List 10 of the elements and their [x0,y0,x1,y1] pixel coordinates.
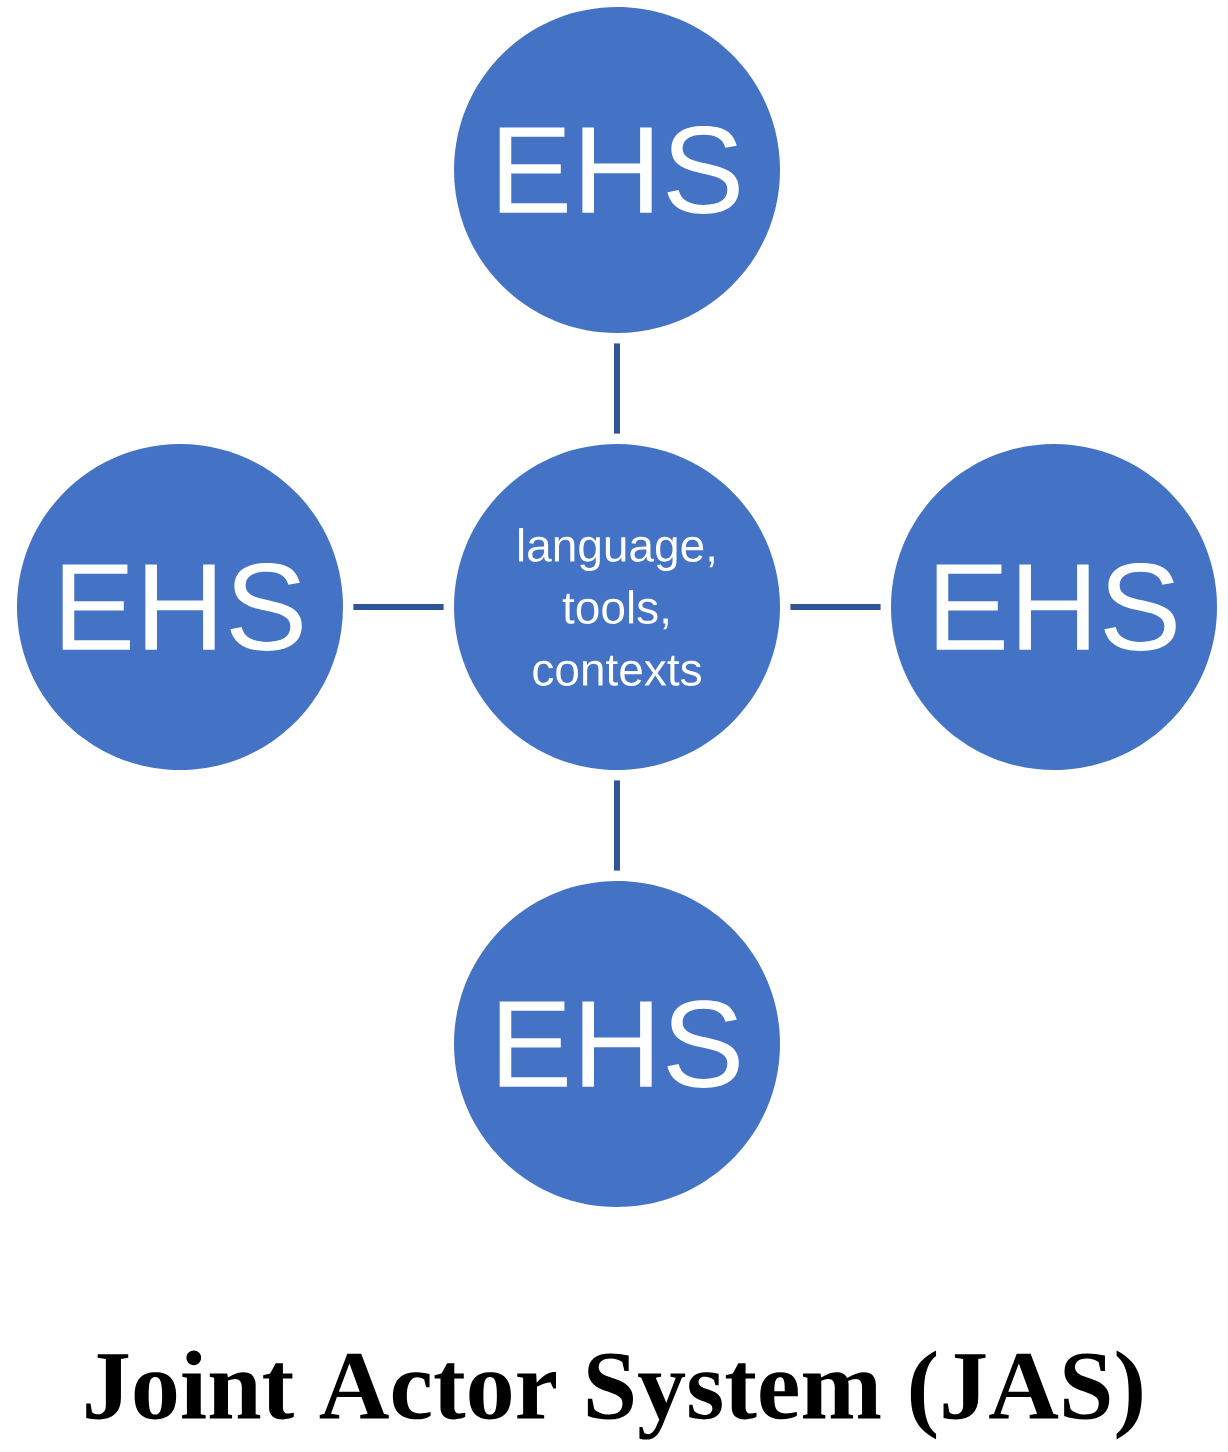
circle-node: EHS [891,444,1217,770]
connector-line [614,343,620,434]
connector-line [790,604,881,610]
circle-node: EHS [17,444,343,770]
connector-line [614,780,620,871]
connector-line [353,604,444,610]
circle-node: language, tools, contexts [454,444,780,770]
title: Joint Actor System (JAS) [86,1350,1142,1440]
circle-node: EHS [454,881,780,1207]
circle-node: EHS [454,7,780,333]
